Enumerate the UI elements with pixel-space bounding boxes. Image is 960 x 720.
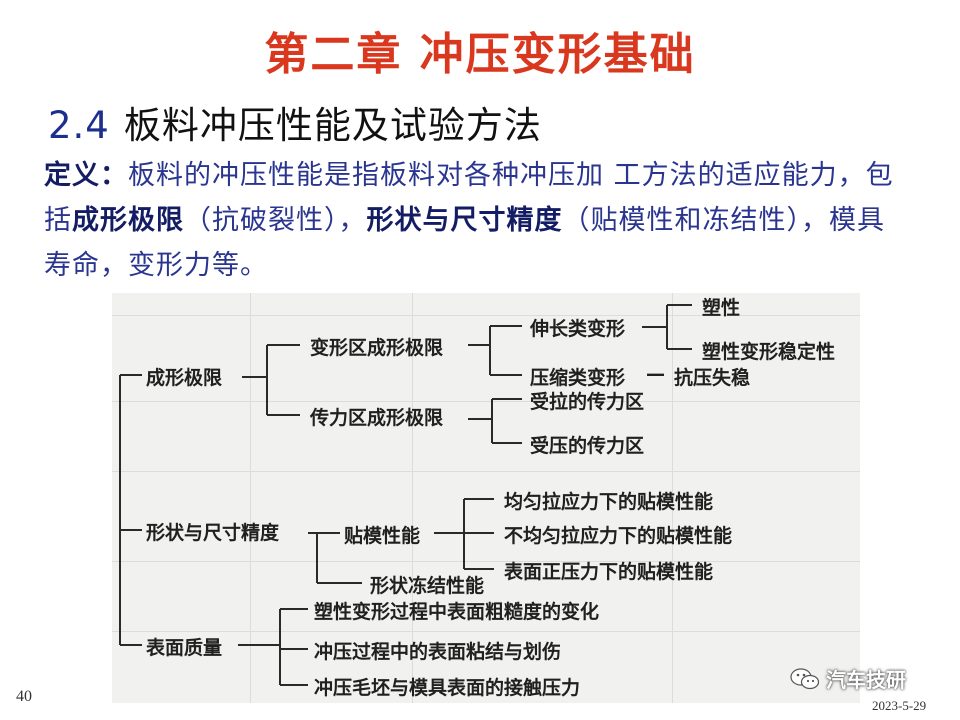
- background-grid-line: [672, 293, 673, 703]
- node-normal-pressure-conformity: 表面正压力下的贴模性能: [504, 561, 714, 583]
- node-nonuniform-tension-conformity: 不均匀拉应力下的贴模性能: [504, 525, 733, 547]
- background-grid-line: [112, 631, 860, 632]
- connector-dash: —: [646, 363, 665, 385]
- slide-date: 2023-5-29: [872, 698, 927, 713]
- tree-connectors: [119, 304, 692, 686]
- background-grid-line: [112, 401, 860, 402]
- node-compression-transfer-zone: 受压的传力区: [530, 435, 645, 457]
- definition-paragraph: 定义：板料的冲压性能是指板料对各种冲压加 工方法的适应能力，包括成形极限（抗破裂…: [44, 153, 894, 288]
- node-compression-deformation: 压缩类变形: [530, 367, 626, 389]
- definition-text-2: （抗破裂性），: [184, 205, 367, 236]
- node-forming-limit: 成形极限: [146, 367, 223, 389]
- section-number: 2.4: [48, 104, 110, 147]
- node-surface-quality: 表面质量: [146, 637, 223, 659]
- node-transfer-zone-limit: 传力区成形极限: [310, 407, 444, 429]
- watermark-text: 汽车技研: [826, 668, 906, 692]
- section-heading: 2.4 板料冲压性能及试验方法: [48, 95, 542, 149]
- watermark: 汽车技研: [790, 664, 906, 693]
- node-contact-pressure: 冲压毛坯与模具表面的接触压力: [314, 677, 581, 699]
- node-conformity: 贴模性能: [344, 525, 421, 547]
- page-number: 40: [16, 688, 32, 705]
- node-elongation-deformation: 伸长类变形: [530, 318, 626, 340]
- background-grid-line: [412, 293, 413, 703]
- definition-label: 定义：: [44, 160, 128, 191]
- term-forming-limit: 成形极限: [72, 205, 184, 236]
- node-shape-freezing: 形状冻结性能: [370, 575, 485, 597]
- background-grid-line: [112, 315, 860, 316]
- background-grid-line: [250, 293, 251, 703]
- background-grid-line: [112, 561, 860, 562]
- node-plastic-stability: 塑性变形稳定性: [702, 341, 836, 363]
- node-surface-adhesion-scratch: 冲压过程中的表面粘结与划伤: [314, 641, 562, 663]
- node-deform-zone-limit: 变形区成形极限: [310, 337, 444, 359]
- definition-text-3: （贴模性和冻结性），模具寿命，变形力等。: [44, 205, 885, 281]
- definition-text-1: 板料的冲压性能是指板料对各种冲压加 工方法的适应能力，包括: [44, 160, 894, 236]
- node-tension-transfer-zone: 受拉的传力区: [530, 391, 645, 413]
- node-compression-buckling: 抗压失稳: [674, 367, 751, 389]
- background-grid-line: [112, 471, 860, 472]
- term-shape-precision: 形状与尺寸精度: [366, 205, 563, 236]
- node-surface-roughness-change: 塑性变形过程中表面粗糙度的变化: [314, 601, 600, 623]
- classification-diagram: 成形极限 形状与尺寸精度 表面质量 变形区成形极限 传力区成形极限 伸长类变形 …: [112, 293, 860, 703]
- section-title: 板料冲压性能及试验方法: [123, 104, 542, 147]
- node-shape-precision: 形状与尺寸精度: [146, 522, 280, 544]
- node-plasticity: 塑性: [702, 297, 741, 319]
- slide-title: 第二章 冲压变形基础: [264, 29, 696, 80]
- wechat-icon: [790, 667, 820, 691]
- node-uniform-tension-conformity: 均匀拉应力下的贴模性能: [504, 491, 714, 513]
